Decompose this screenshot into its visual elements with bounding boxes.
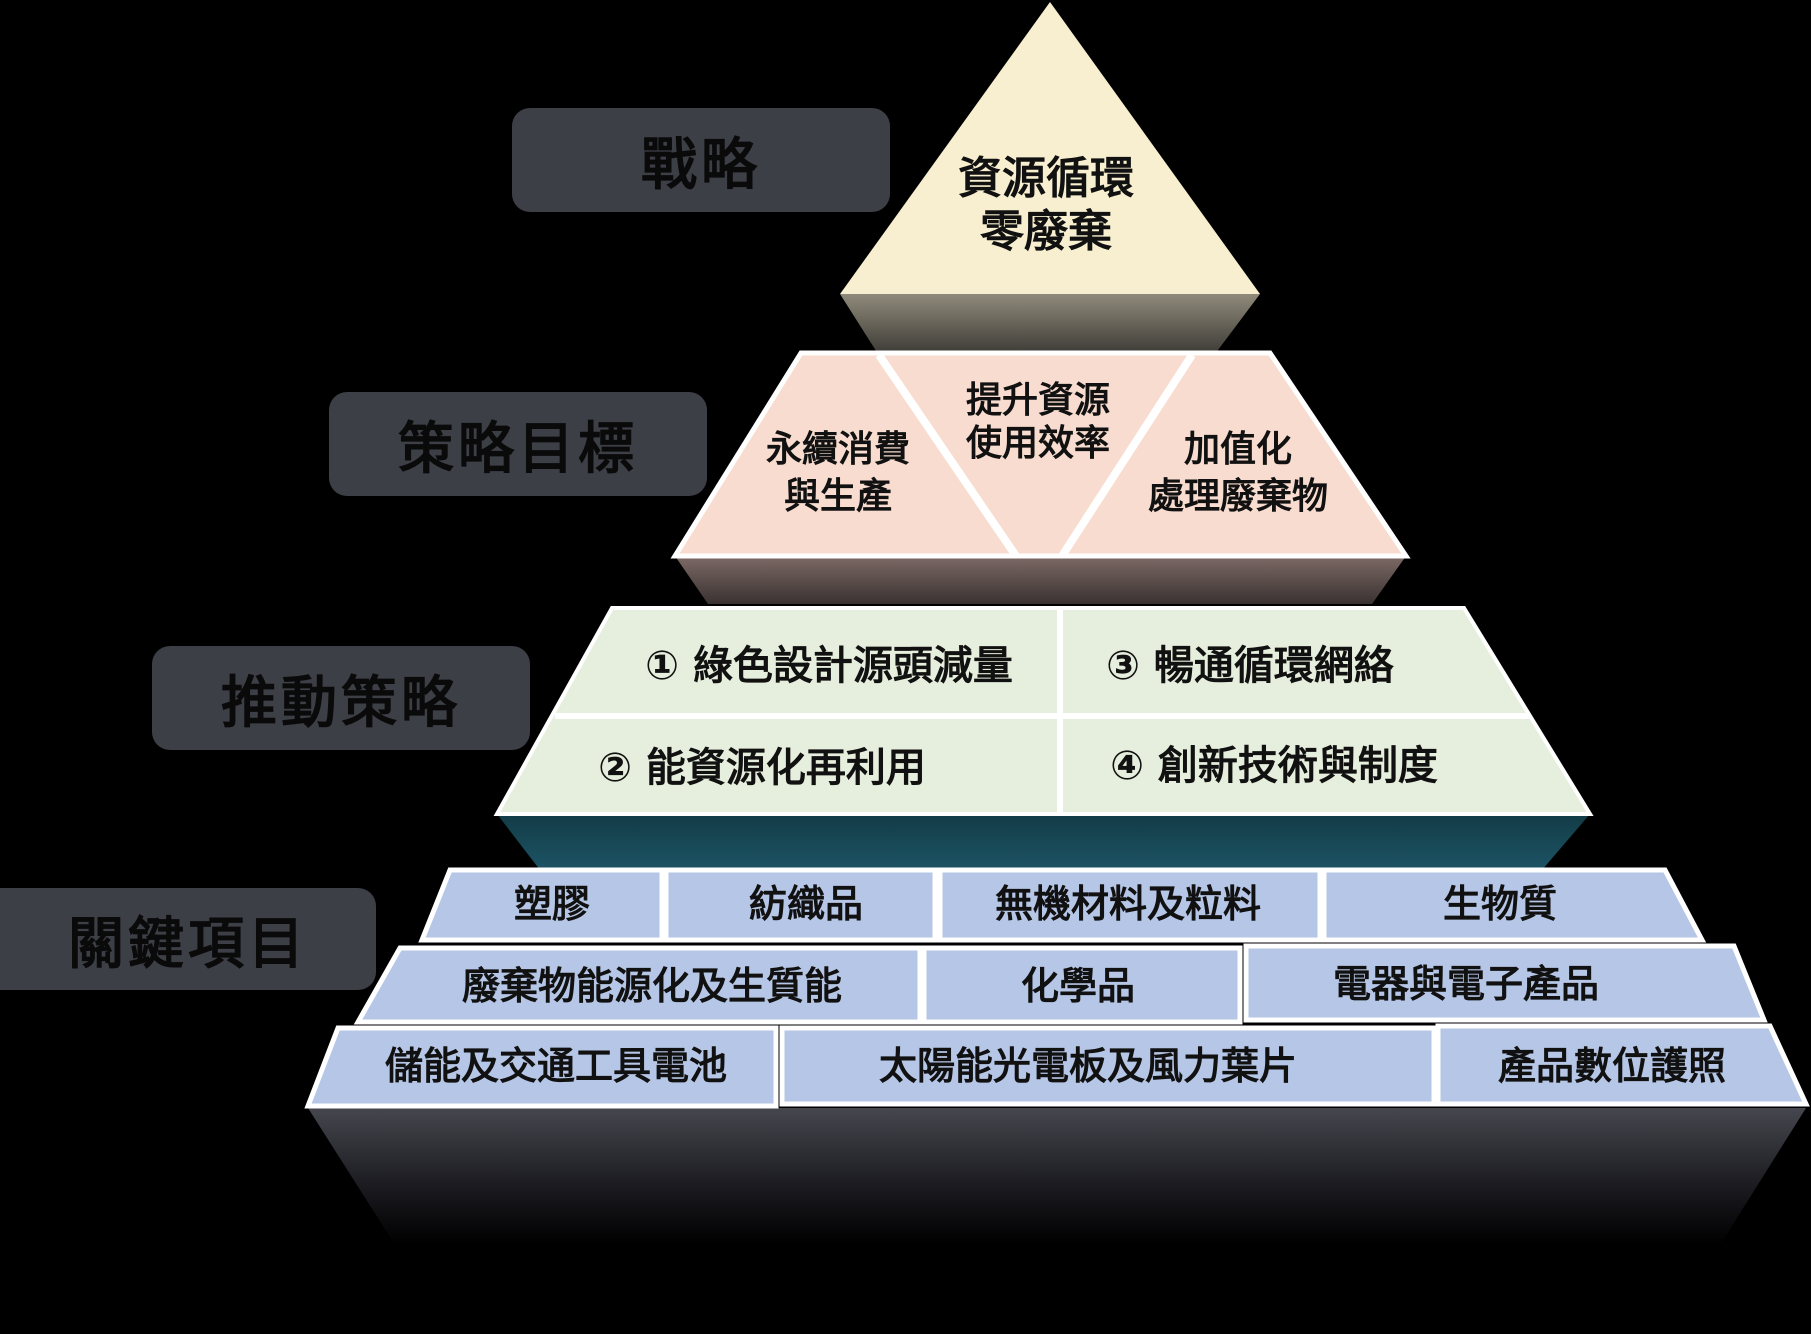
initiatives-trapezoid: [497, 608, 1590, 814]
objectives-trapezoid: [675, 353, 1406, 556]
objective-3-line-1: 加值化: [1184, 429, 1292, 470]
key-item-solar-wind: 太陽能光電板及風力葉片: [879, 1044, 1297, 1088]
key-item-cell: [1243, 943, 1768, 1023]
key-items-row-1: [418, 867, 1707, 943]
key-item-waste-energy: 廢棄物能源化及生質能: [462, 964, 842, 1008]
key-item-biomass: 生物質: [1443, 882, 1557, 926]
objective-2-line-2: 使用效率: [966, 423, 1110, 464]
strategy-line-2: 零廢棄: [980, 206, 1112, 257]
key-item-plastics: 塑膠: [514, 882, 590, 926]
objectives-divider-right: [1058, 352, 1196, 559]
objective-1-line-1: 永續消費: [766, 429, 910, 470]
objective-2-line-1: 提升資源: [966, 380, 1110, 421]
initiative-4: ④ 創新技術與制度: [1110, 743, 1438, 789]
initiatives-side-shade: [497, 814, 1590, 870]
key-item-cell: [921, 945, 1243, 1025]
key-item-cell: [418, 867, 665, 943]
objective-3-line-2: 處理廢棄物: [1148, 476, 1328, 517]
initiatives-outline: [493, 606, 1594, 816]
key-item-cell: [1435, 1023, 1810, 1107]
level-label-objectives: 策略目標: [329, 392, 707, 496]
key-item-inorganic: 無機材料及粒料: [995, 882, 1261, 926]
key-items-row-3: [304, 1023, 1810, 1109]
key-item-digital-passport: 產品數位護照: [1498, 1044, 1726, 1088]
level-label-initiatives-text: 推動策略: [221, 670, 461, 736]
key-items-row-2: [353, 943, 1768, 1025]
level-label-strategy-text: 戰略: [641, 132, 761, 198]
base-side-shade: [308, 1108, 1806, 1245]
initiative-2: ② 能資源化再利用: [598, 745, 926, 791]
key-item-cell: [779, 1025, 1437, 1107]
key-item-cell: [353, 945, 923, 1025]
key-item-batteries: 儲能及交通工具電池: [385, 1044, 727, 1088]
level-label-key-items-text: 關鍵項目: [68, 911, 308, 977]
strategy-side-shade: [840, 294, 1260, 354]
key-item-cell: [304, 1025, 779, 1109]
level-label-strategy: 戰略: [512, 108, 890, 212]
level-label-objectives-text: 策略目標: [398, 416, 638, 482]
objective-1-line-2: 與生產: [784, 476, 892, 517]
key-item-electronics: 電器與電子產品: [1333, 962, 1599, 1006]
key-item-textiles: 紡織品: [749, 882, 863, 926]
key-item-chemicals: 化學品: [1021, 964, 1135, 1008]
strategy-line-1: 資源循環: [958, 153, 1134, 204]
key-item-cell: [1321, 867, 1707, 943]
initiative-3: ③ 暢通循環網絡: [1106, 643, 1395, 689]
objectives-side-shade: [675, 556, 1406, 604]
level-label-initiatives: 推動策略: [152, 646, 530, 750]
strategy-triangle: [840, 2, 1260, 294]
initiative-1: ① 綠色設計源頭減量: [645, 643, 1013, 689]
key-item-cell: [663, 867, 938, 943]
objectives-divider-left: [875, 352, 1020, 559]
key-item-cell: [937, 867, 1323, 943]
level-label-key-items: 關鍵項目: [0, 888, 376, 990]
objectives-outline: [670, 350, 1411, 559]
